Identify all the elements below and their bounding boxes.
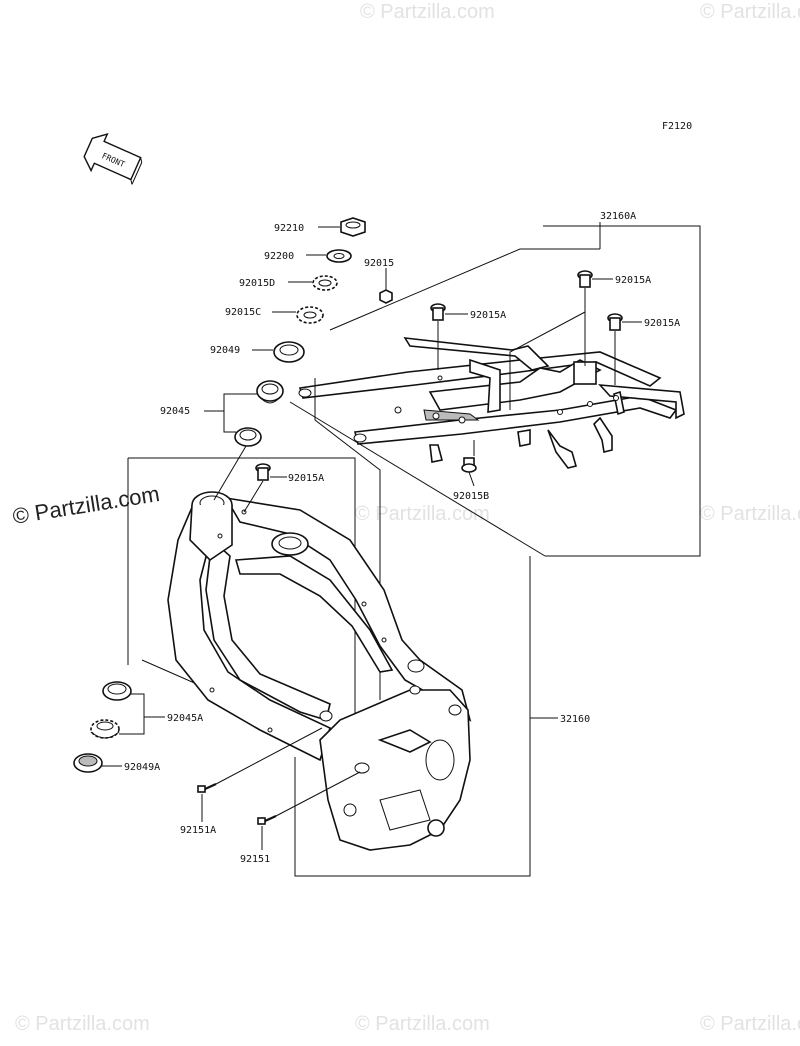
seal-92049 (273, 341, 305, 363)
label-92210: 92210 (274, 223, 304, 234)
front-arrow-icon: FRONT (83, 132, 143, 185)
bolt-92015b (461, 457, 477, 473)
label-92015c: 92015C (225, 307, 261, 318)
label-92045: 92045 (160, 406, 190, 417)
watermark-bottom-right: © Partzilla.com (700, 1013, 800, 1035)
nut-92015 (379, 289, 393, 304)
diagram-code: F2120 (662, 121, 692, 132)
label-32160: 32160 (560, 714, 590, 725)
label-92049a: 92049A (124, 762, 160, 773)
locknut-92015d (312, 275, 338, 291)
watermark-middle: © Partzilla.com (355, 503, 490, 525)
label-92151: 92151 (240, 854, 270, 865)
bolt-92015a-frame (255, 463, 271, 481)
label-92151a: 92151A (180, 825, 216, 836)
bolt-92015a-left (430, 303, 446, 321)
seal-92049a (73, 753, 103, 773)
label-92015a-right: 92015A (644, 318, 680, 329)
bolt-92151 (257, 814, 277, 825)
race-92045a (102, 681, 132, 701)
label-92015a-right-top: 92015A (615, 275, 651, 286)
label-92049: 92049 (210, 345, 240, 356)
washer-92200 (326, 249, 352, 263)
partzilla-watermark: © Partzilla.com (11, 481, 161, 529)
race-92045-lower (234, 427, 262, 447)
label-92045a: 92045A (167, 713, 203, 724)
watermark-bottom-left: © Partzilla.com (15, 1013, 150, 1035)
label-92015a-left: 92015A (470, 310, 506, 321)
label-92015a-frame: 92015A (288, 473, 324, 484)
nut-92210 (340, 217, 366, 237)
background-watermarks: © Partzilla.com © Partzilla.com © Partzi… (15, 1, 800, 1035)
locknut-92015c (296, 306, 324, 324)
bearing-92045a (90, 719, 120, 739)
watermark-top-center: © Partzilla.com (360, 1, 495, 23)
label-32160a: 32160A (600, 211, 636, 222)
watermark-top-right: © Partzilla.com (700, 1, 800, 23)
bolt-92015a-right (607, 313, 623, 331)
bolt-92015a-right-top (577, 270, 593, 288)
watermark-bottom-center: © Partzilla.com (355, 1013, 490, 1035)
label-92015b: 92015B (453, 491, 489, 502)
label-92015d: 92015D (239, 278, 275, 289)
watermark-middle-right: © Partzilla.com (700, 503, 800, 525)
bolt-92151a (197, 782, 217, 793)
rear-subframe-32160a (298, 337, 685, 469)
bearing-92045-upper (256, 380, 284, 404)
label-92015: 92015 (364, 258, 394, 269)
label-92200: 92200 (264, 251, 294, 262)
main-frame-32160 (167, 491, 472, 851)
